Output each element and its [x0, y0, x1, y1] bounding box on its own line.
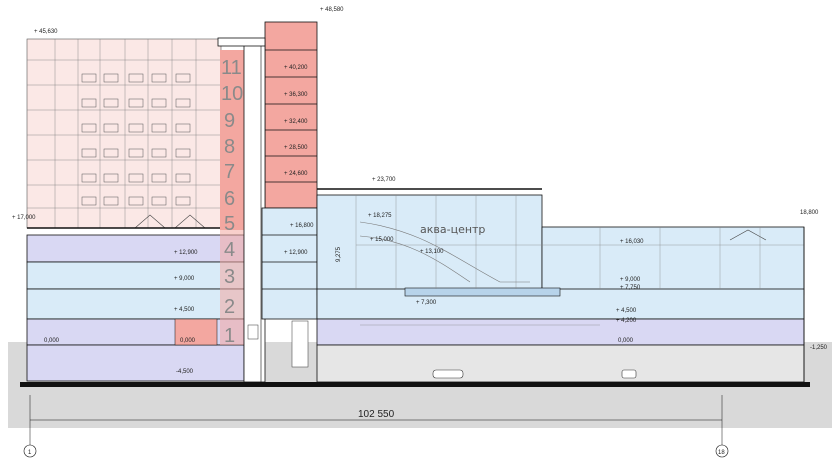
level-0000-left: 0,000: [44, 338, 60, 344]
floor-number-1: 1: [224, 325, 235, 347]
floor-number-4: 4: [224, 239, 235, 261]
level-32400: + 32,400: [284, 119, 308, 125]
level-9275: 9,275: [336, 246, 342, 262]
core-red-lower: [220, 230, 244, 345]
level-18275: + 18,275: [368, 213, 392, 219]
level-12900-core: + 12,900: [284, 250, 308, 256]
elevator-door: [247, 324, 259, 340]
floor-number-list: 1 2 3 4 5 6 7 8 9 10 11: [221, 57, 243, 347]
tower-red-block: [264, 21, 318, 209]
level-minus-4500: -4,500: [176, 369, 194, 375]
level-0000-red-room: 0,000: [180, 338, 196, 344]
stair-core: [291, 320, 309, 368]
left-block-window-panes: [81, 73, 191, 206]
level-minus-1250: -1,250: [810, 345, 828, 351]
level-9000-left: + 9,000: [174, 276, 195, 282]
core-red-column: [220, 50, 244, 230]
roof-truss-right: [729, 229, 767, 241]
level-36300: + 36,300: [284, 92, 308, 98]
overall-dimension-text: 102 550: [358, 409, 395, 420]
left-block-windows: [27, 39, 221, 228]
floor-number-9: 9: [224, 110, 235, 132]
floor-number-11: 11: [221, 57, 242, 79]
axis-18-marker: [715, 444, 729, 458]
level-24600: + 24,600: [284, 171, 308, 177]
tower-floor-slabs: [262, 49, 317, 290]
level-4500-left: + 4,500: [174, 307, 195, 313]
floor-number-7: 7: [224, 161, 235, 183]
level-7750: + 7,750: [620, 285, 641, 291]
level-23700: + 23,700: [372, 177, 396, 183]
axis-1-label: 1: [28, 450, 32, 456]
left-floor-4: [26, 234, 245, 263]
floor-number-5: 5: [224, 213, 235, 235]
level-45630: + 45,630: [34, 29, 58, 35]
car-2-icon: [621, 369, 637, 379]
aqua-floor-1: [316, 318, 805, 346]
aqua-glazing: [355, 195, 804, 326]
level-4200: + 4,200: [616, 318, 637, 324]
level-18800: 18,800: [800, 210, 819, 216]
axis-1-marker: [23, 444, 37, 458]
floor-number-6: 6: [224, 188, 235, 210]
aqua-floor-2: [316, 288, 805, 320]
floor-number-3: 3: [224, 266, 235, 288]
car-1-icon: [432, 369, 464, 379]
level-9000-right: + 9,000: [620, 277, 641, 283]
aqua-hall-right: [541, 226, 805, 296]
left-basement: [26, 344, 245, 382]
floor-number-10: 10: [221, 83, 243, 105]
left-floor-1-red-room: [174, 318, 218, 346]
level-16030: + 16,030: [620, 239, 644, 245]
level-13100: + 13,100: [420, 249, 444, 255]
level-12900-left: + 12,900: [174, 250, 198, 256]
level-0000-right: 0,000: [618, 338, 634, 344]
aqua-centre-label: аква-центр: [420, 223, 485, 236]
pool-basin: [404, 287, 561, 297]
left-block-upper: [26, 38, 222, 229]
level-4500-right: + 4,500: [616, 308, 637, 314]
level-48580: + 48,580: [320, 7, 344, 13]
left-floor-2: [26, 288, 245, 320]
tower-top-cap: [217, 37, 266, 47]
axis-18-label: 18: [718, 450, 725, 456]
floor-number-2: 2: [224, 296, 235, 318]
tower-mid: [261, 207, 318, 320]
level-40200: + 40,200: [284, 65, 308, 71]
foundation-slab: [20, 382, 810, 387]
level-15000: + 15,000: [370, 237, 394, 243]
left-floor-3: [26, 261, 245, 290]
level-7300: + 7,300: [416, 300, 437, 306]
level-28500: + 28,500: [284, 145, 308, 151]
level-17000: + 17,000: [12, 215, 36, 221]
waterslide: [359, 221, 530, 283]
parking-level: [316, 344, 805, 383]
floor-number-8: 8: [224, 136, 235, 158]
left-block-trusses: [134, 214, 206, 229]
level-16800: + 16,800: [290, 223, 314, 229]
level-markers: + 48,580 + 45,630 + 40,200 + 36,300 + 32…: [12, 7, 828, 375]
